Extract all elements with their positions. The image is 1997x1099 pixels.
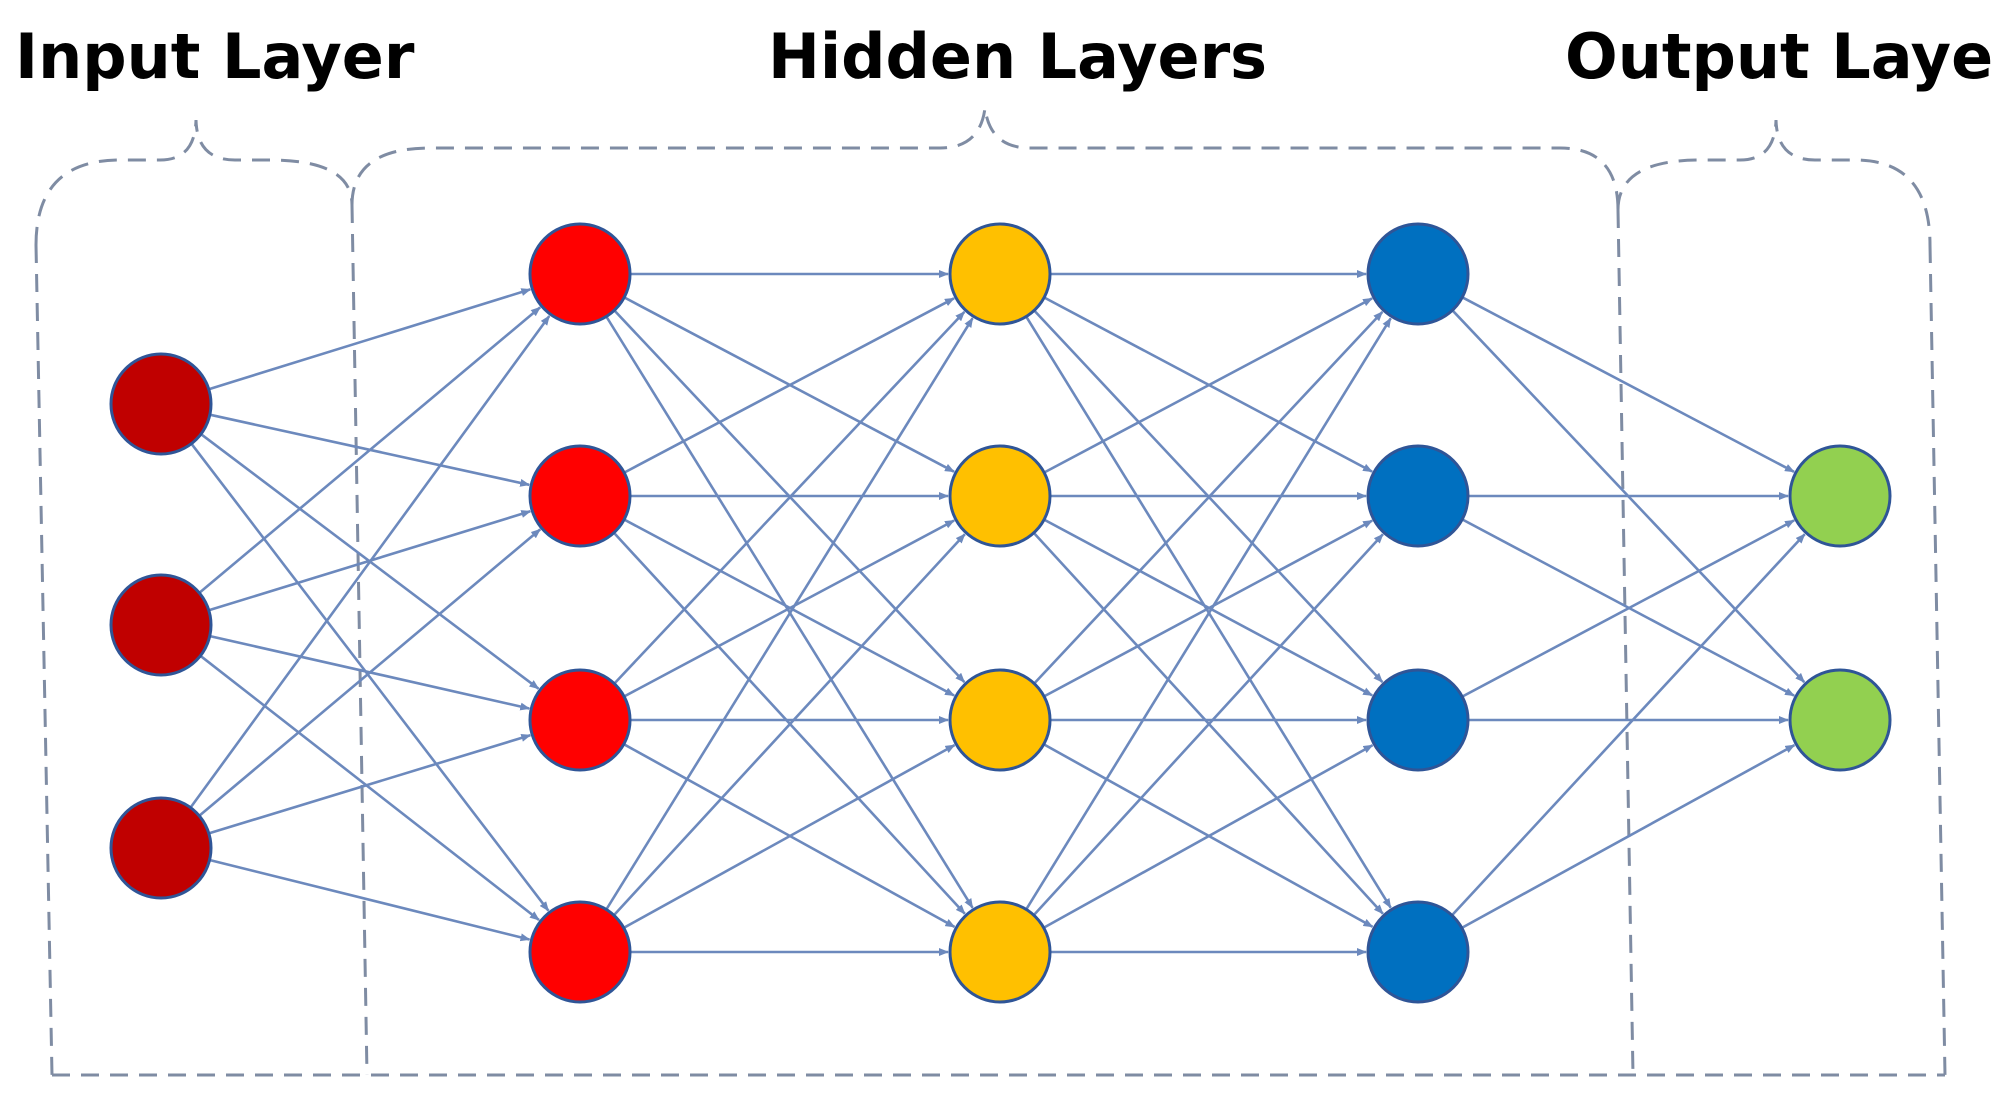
hidden-layers-brace	[350, 107, 1620, 211]
connection-hidden-1-4-to-hidden-2-3	[623, 743, 956, 929]
input-layer-brace	[34, 119, 354, 246]
connection-input-1-to-hidden-1-4	[190, 442, 550, 912]
connection-hidden-3-4-to-output-1	[1451, 533, 1806, 917]
connection-hidden-2-4-to-hidden-3-1	[1025, 317, 1392, 911]
connection-hidden-2-4-to-hidden-3-3	[1043, 744, 1374, 929]
input-group-left-edge	[34, 244, 54, 1076]
output-layer-label: Output Layer	[1565, 20, 1997, 93]
neurons	[109, 222, 1892, 1004]
hidden-1-node-4	[528, 900, 632, 1004]
connection-hidden-2-3-to-hidden-3-2	[1043, 519, 1374, 698]
output-layer-brace	[1616, 119, 1932, 246]
hidden-group-left-edge	[350, 204, 369, 1076]
hidden-layers-label: Hidden Layers	[768, 20, 1267, 93]
connection-hidden-1-4-to-hidden-2-1	[605, 317, 974, 911]
connections	[189, 270, 1806, 956]
output-node-2	[1788, 668, 1892, 772]
hidden-1-node-3	[528, 668, 632, 772]
hidden-2-node-1	[948, 222, 1052, 326]
hidden-3-node-3	[1366, 668, 1470, 772]
connection-hidden-2-4-to-hidden-3-2	[1032, 533, 1384, 916]
hidden-2-node-4	[948, 900, 1052, 1004]
connection-input-1-to-hidden-1-1	[208, 288, 532, 391]
hidden-2-node-3	[948, 668, 1052, 772]
connection-hidden-2-3-to-hidden-3-1	[1033, 311, 1384, 685]
input-node-3	[109, 796, 213, 900]
input-node-2	[109, 573, 213, 677]
connection-hidden-1-2-to-hidden-2-1	[623, 297, 955, 474]
output-group-left-edge	[1616, 209, 1635, 1076]
connection-input-2-to-hidden-1-1	[198, 306, 541, 594]
hidden-3-node-4	[1366, 900, 1470, 1004]
connection-input-2-to-hidden-1-4	[199, 654, 540, 922]
hidden-1-node-2	[528, 444, 632, 548]
connection-hidden-3-1-to-output-1	[1461, 296, 1795, 473]
hidden-3-node-2	[1366, 444, 1470, 548]
connection-input-3-to-hidden-1-2	[198, 528, 542, 817]
hidden-2-node-2	[948, 444, 1052, 548]
connection-input-3-to-hidden-1-1	[189, 315, 551, 809]
connection-hidden-3-3-to-output-1	[1461, 519, 1795, 698]
output-node-1	[1788, 444, 1892, 548]
connection-hidden-1-3-to-hidden-2-2	[623, 519, 955, 698]
hidden-1-node-1	[528, 222, 632, 326]
input-node-1	[109, 352, 213, 456]
hidden-3-node-1	[1366, 222, 1470, 326]
connection-hidden-1-4-to-hidden-2-2	[612, 533, 966, 917]
connection-hidden-3-4-to-output-2	[1461, 743, 1796, 930]
connection-hidden-1-3-to-hidden-2-1	[613, 311, 966, 685]
input-layer-label: Input Layer	[15, 20, 415, 93]
connection-hidden-2-2-to-hidden-3-1	[1043, 297, 1373, 474]
connection-input-3-to-hidden-1-3	[208, 733, 532, 835]
output-group-right-edge	[1928, 244, 1947, 1076]
connection-input-3-to-hidden-1-4	[209, 858, 531, 942]
